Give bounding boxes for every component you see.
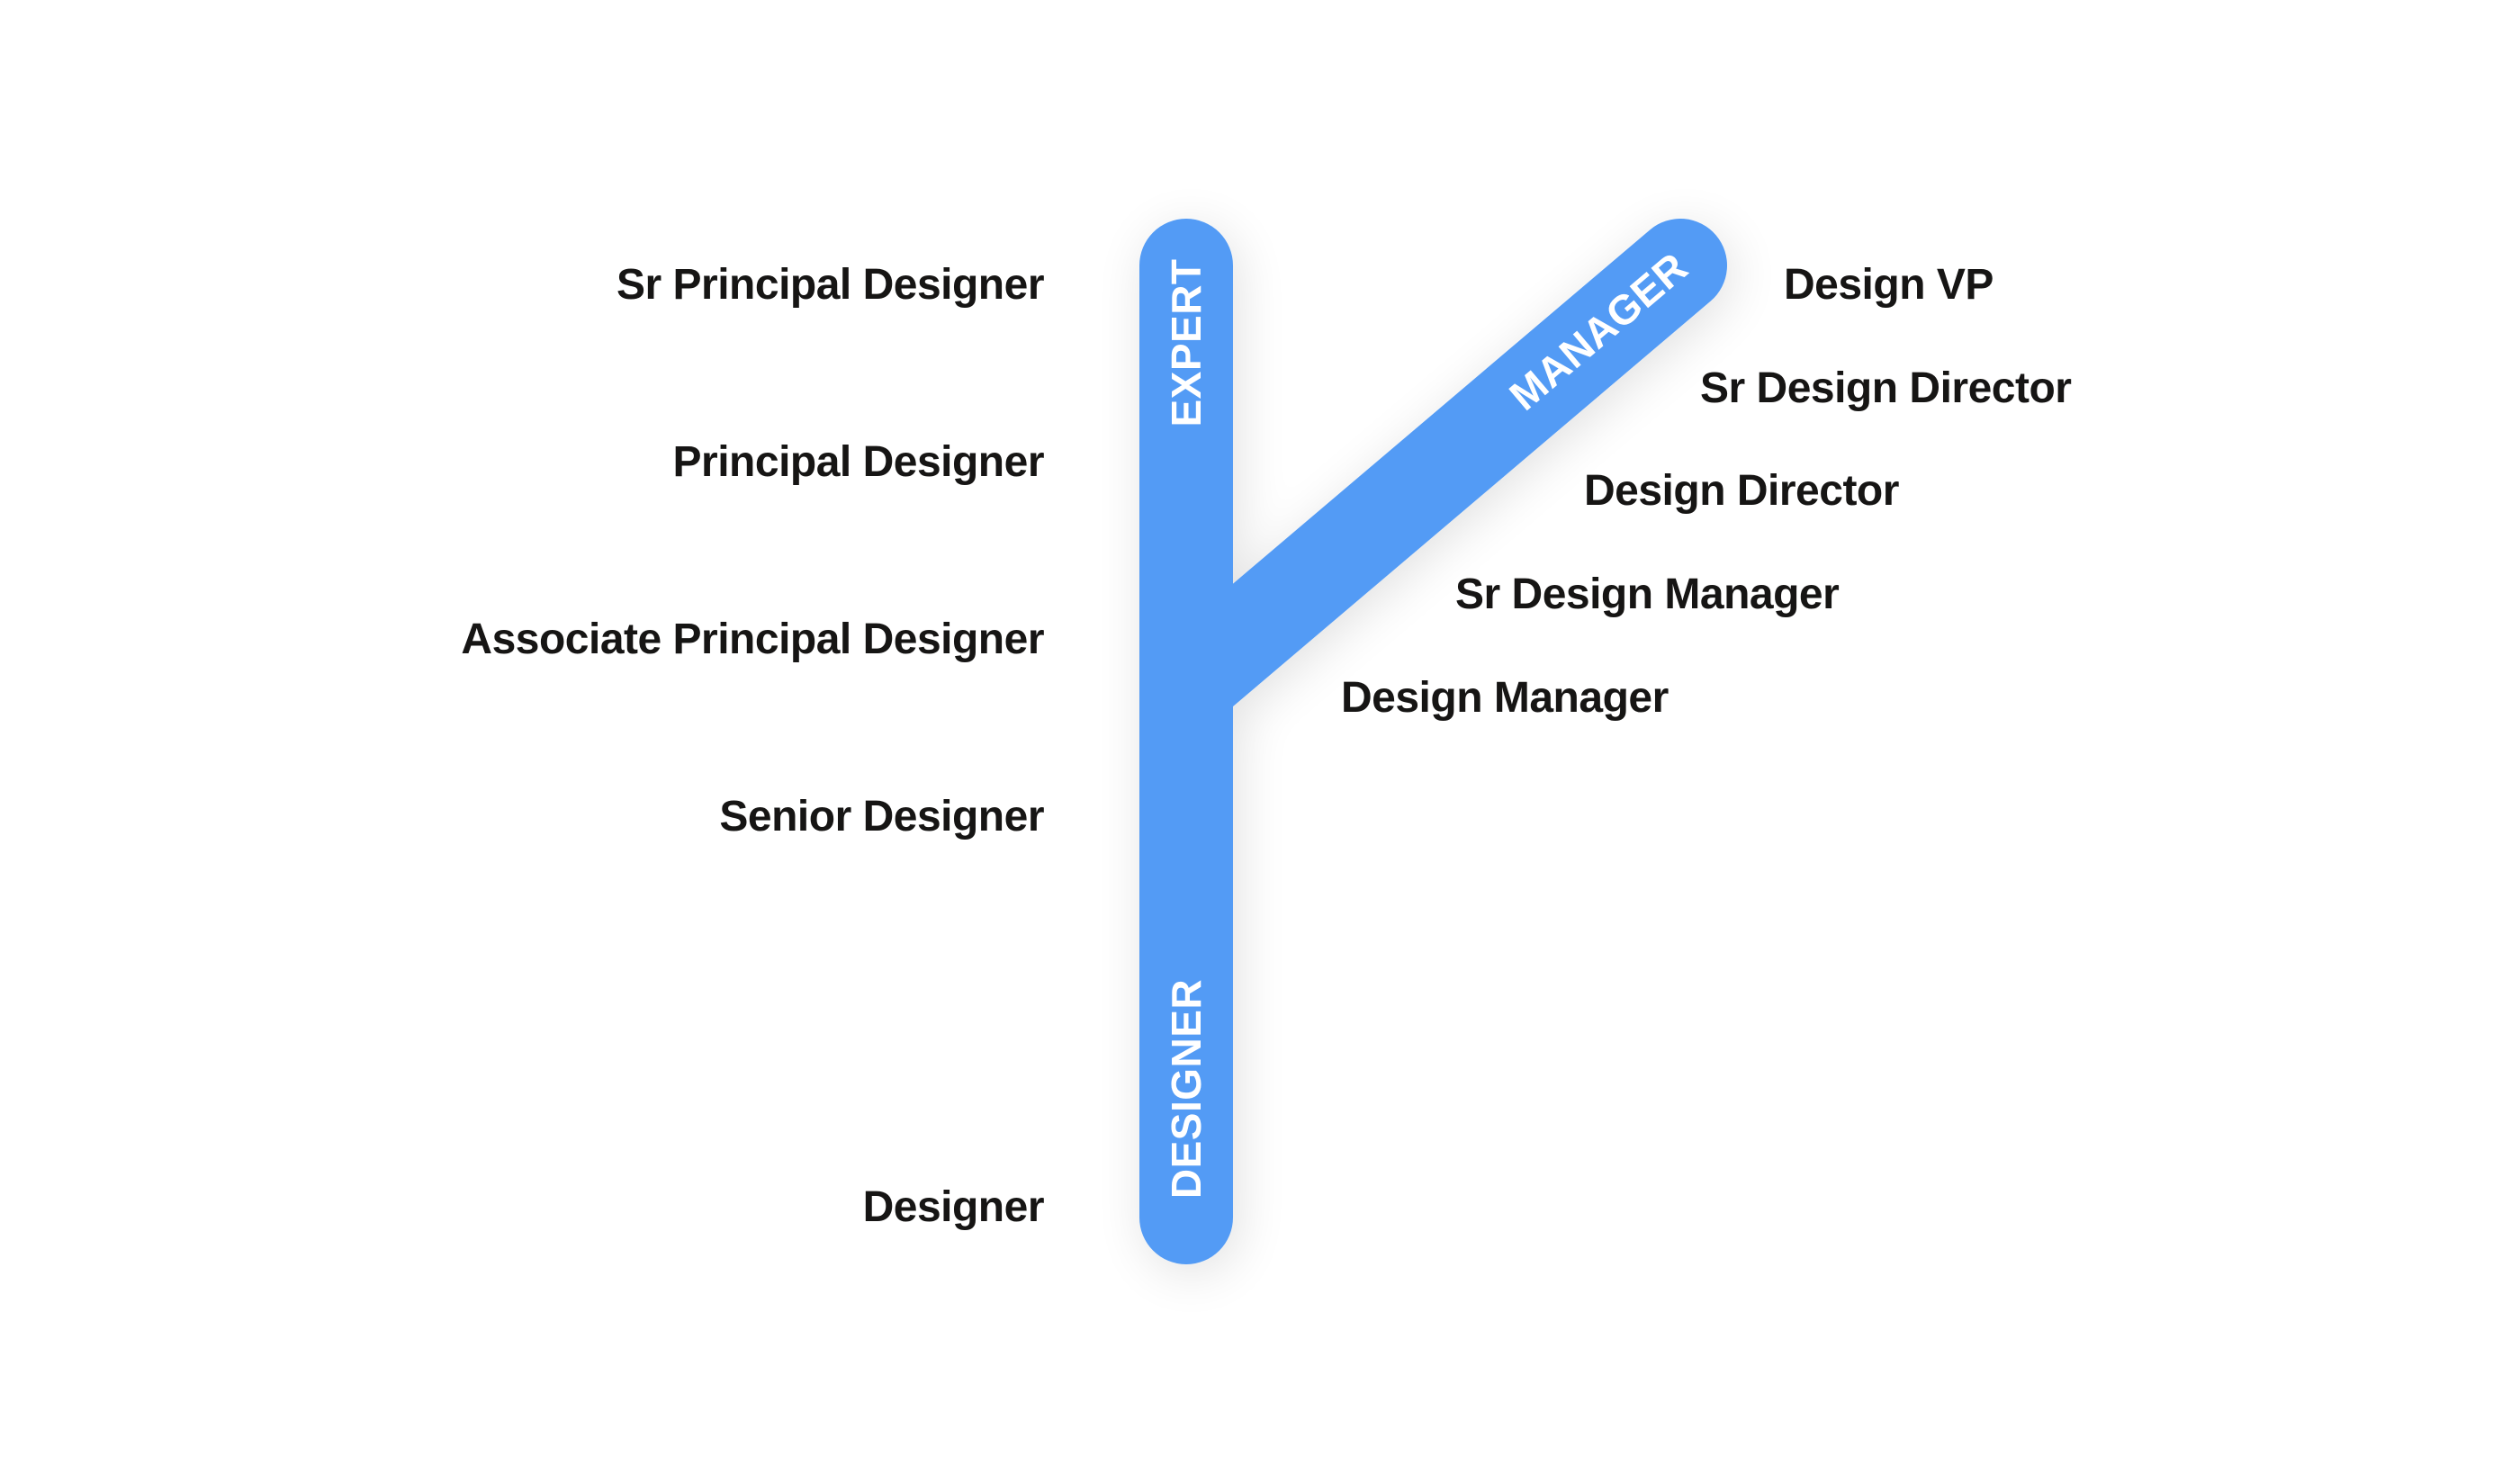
level-design-director: Design Director — [1584, 467, 1899, 515]
level-design-vp: Design VP — [1784, 261, 1994, 309]
level-design-manager: Design Manager — [1341, 674, 1669, 722]
manager-track-bar — [1139, 219, 1727, 732]
level-designer: Designer — [862, 1183, 1045, 1231]
level-sr-design-director: Sr Design Director — [1700, 364, 2072, 412]
level-associate-principal-designer: Associate Principal Designer — [461, 616, 1044, 663]
level-principal-designer: Principal Designer — [672, 438, 1045, 486]
expert-track-label: EXPERT — [1163, 258, 1210, 427]
level-sr-principal-designer: Sr Principal Designer — [616, 261, 1045, 309]
designer-track-label: DESIGNER — [1163, 978, 1210, 1200]
level-sr-design-manager: Sr Design Manager — [1455, 571, 1840, 618]
level-senior-designer: Senior Designer — [719, 793, 1044, 840]
